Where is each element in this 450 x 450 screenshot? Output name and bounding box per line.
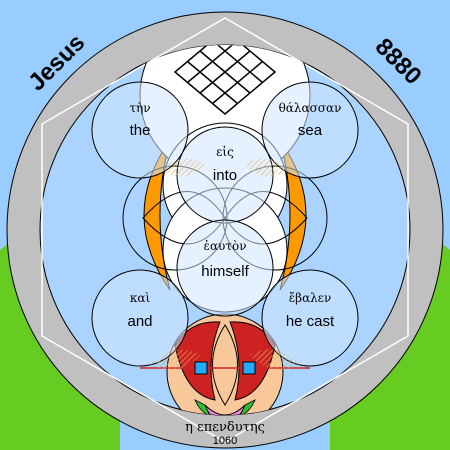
- face-red-left: [174, 321, 221, 401]
- footer-number: 1060: [213, 435, 237, 447]
- greek-and: καὶ: [130, 291, 151, 305]
- cheek-green-left: [194, 399, 211, 415]
- greek-the: τὴν: [129, 101, 150, 115]
- hexagon-frame: [41, 17, 409, 443]
- hatch-lower-right: [250, 349, 300, 370]
- word-circle-himself: [176, 219, 274, 317]
- greek-into: εἰς: [216, 144, 234, 159]
- face-red-right: [229, 321, 276, 401]
- greek-he-cast: ἔβαλεν: [289, 291, 332, 305]
- footer-greek: η επενδυτης: [185, 420, 265, 435]
- greek-himself: ἑαυτὸν: [204, 239, 247, 253]
- english-sea: sea: [298, 122, 323, 139]
- english-he-cast: he cast: [286, 313, 335, 330]
- word-circle-he-cast: [261, 269, 359, 367]
- word-circle-sea: [261, 81, 359, 179]
- english-himself: himself: [201, 263, 249, 280]
- eye-right-icon: [242, 361, 256, 375]
- word-circle-and: [91, 269, 189, 367]
- word-circles: [91, 81, 359, 367]
- english-into: into: [213, 167, 237, 184]
- eye-left-icon: [194, 361, 208, 375]
- diamond-grid: [173, 45, 277, 115]
- english-and: and: [127, 313, 152, 330]
- hatch-lower-left: [150, 349, 200, 370]
- cheek-green-right: [239, 399, 256, 415]
- hatch-right: [245, 158, 290, 177]
- hatch-left: [160, 158, 205, 177]
- english-the: the: [130, 122, 151, 139]
- word-circle-the: [91, 81, 189, 179]
- face-center: [212, 324, 238, 406]
- greek-sea: θάλασσαν: [279, 101, 342, 115]
